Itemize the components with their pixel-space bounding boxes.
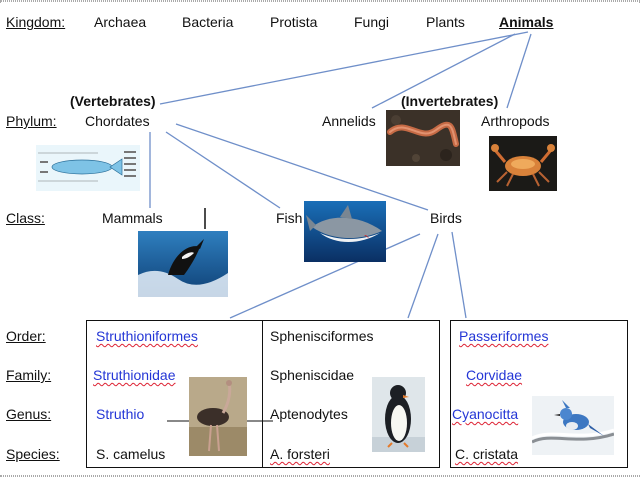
jay-family: Corvidae [466, 367, 523, 383]
phylum-label: Phylum: [6, 113, 57, 129]
ostrich-order: Struthioniformes [96, 328, 198, 344]
phylum-annelids: Annelids [322, 113, 376, 129]
kingdom-animals: Animals [499, 14, 554, 30]
class-mammals: Mammals [102, 210, 163, 226]
class-fish: Fish [276, 210, 303, 226]
invertebrates-heading: (Invertebrates) [401, 93, 499, 109]
jay-order: Passeriformes [459, 328, 549, 344]
shark-photo [304, 201, 386, 262]
penguin-species: A. forsteri [270, 446, 330, 462]
ostrich-family: Struthionidae [93, 367, 176, 383]
kingdom-fungi: Fungi [354, 14, 390, 30]
family-label: Family: [6, 367, 52, 383]
phylum-arthropods: Arthropods [481, 113, 550, 129]
kingdom-plants: Plants [426, 14, 465, 30]
phylum-chordates: Chordates [85, 113, 150, 129]
class-label: Class: [6, 210, 45, 226]
ostrich-species: S. camelus [96, 446, 166, 462]
earthworm-photo [386, 110, 460, 166]
fish-anatomy-diagram [36, 145, 140, 191]
penguin-family: Spheniscidae [270, 367, 355, 383]
vertebrates-heading: (Vertebrates) [70, 93, 156, 109]
kingdom-archaea: Archaea [94, 14, 147, 30]
class-birds: Birds [430, 210, 462, 226]
genus-label: Genus: [6, 406, 52, 422]
crab-photo [489, 136, 557, 191]
top-edge-guide [0, 0, 640, 2]
kingdom-bacteria: Bacteria [182, 14, 234, 30]
penguin-order: Sphenisciformes [270, 328, 374, 344]
ostrich-photo [189, 377, 247, 456]
penguin-taxonomy-box [262, 320, 440, 468]
kingdom-label: Kingdom: [6, 14, 66, 30]
kingdom-protista: Protista [270, 14, 318, 30]
bluejay-taxonomy-box [450, 320, 628, 468]
penguin-genus: Aptenodytes [270, 406, 348, 422]
ostrich-genus: Struthio [96, 406, 145, 422]
blue-jay-photo [532, 396, 614, 455]
jay-genus: Cyanocitta [452, 406, 519, 422]
species-label: Species: [6, 446, 60, 462]
penguin-photo [372, 377, 425, 452]
jay-species: C. cristata [455, 446, 519, 462]
orca-photo [138, 231, 228, 297]
order-label: Order: [6, 328, 46, 344]
